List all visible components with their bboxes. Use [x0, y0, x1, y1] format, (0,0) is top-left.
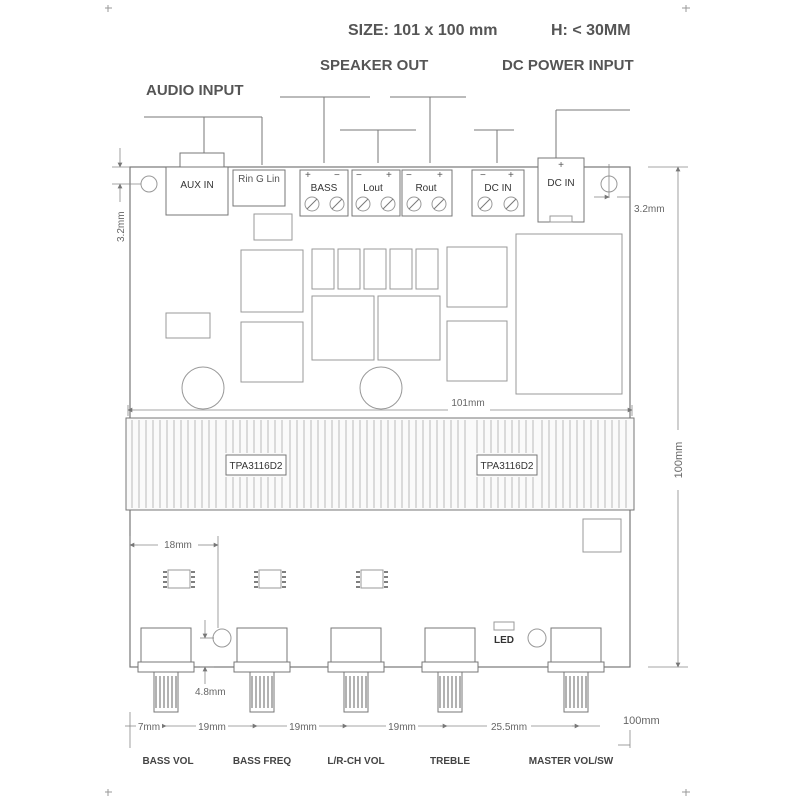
- rin-g-lin-label: Rin G Lin: [238, 174, 280, 185]
- led-component: [493, 621, 515, 631]
- potentiometer-bass-freq: [233, 627, 291, 713]
- hole-left-dim-label: 3.2mm: [116, 211, 127, 242]
- lout-plus: +: [386, 170, 392, 181]
- dim-18: 18mm: [129, 536, 219, 628]
- potentiometer-lr-ch-vol: [327, 627, 385, 713]
- dim-100-label: 100mm: [623, 715, 660, 727]
- dim-19a-label: 19mm: [198, 722, 226, 733]
- bass-plus: +: [305, 170, 311, 181]
- lout-terminal-label: Lout: [363, 183, 383, 194]
- dim-18-label: 18mm: [164, 540, 192, 551]
- potentiometers: [137, 627, 605, 713]
- dc-in-jack-label: DC IN: [547, 178, 574, 189]
- mounting-hole-left: [140, 175, 158, 193]
- height-text: H: < 30MM: [551, 22, 631, 39]
- hole-right-dim-label: 3.2mm: [634, 204, 665, 215]
- terminal-rout: − + Rout: [401, 169, 453, 217]
- dc-power-input-label: DC POWER INPUT: [502, 57, 634, 74]
- potentiometer-bass-vol: [137, 627, 195, 713]
- dc-in-terminal-label: DC IN: [484, 183, 511, 194]
- potentiometer-master-vol: [547, 627, 605, 713]
- dim-4-8-label: 4.8mm: [195, 687, 226, 698]
- dim-25-5-label: 25.5mm: [491, 722, 527, 733]
- potentiometer-treble: [421, 627, 479, 713]
- terminal-dc-in: − + DC IN: [471, 169, 525, 217]
- upper-components: [165, 213, 623, 410]
- bass-terminal-label: BASS: [311, 183, 338, 194]
- aux-in-label: AUX IN: [180, 180, 213, 191]
- chip-left-label: TPA3116D2: [230, 461, 283, 472]
- aux-in-jack: AUX IN: [165, 152, 229, 216]
- dim-height: 100mm: [648, 166, 688, 668]
- chip-left: [225, 454, 287, 476]
- dim-hole-left: 3.2mm: [112, 148, 141, 242]
- chip-right: [476, 454, 538, 476]
- size-text: SIZE: 101 x 100 mm: [348, 22, 497, 39]
- speaker-out-label: SPEAKER OUT: [320, 57, 428, 74]
- knob-label-bass-freq: BASS FREQ: [233, 756, 292, 767]
- rout-terminal-label: Rout: [415, 183, 436, 194]
- dim-hole-right: 3.2mm: [594, 164, 665, 215]
- dc-minus: −: [480, 170, 486, 181]
- chip-right-label: TPA3116D2: [481, 461, 534, 472]
- dim-width: 101mm: [127, 398, 633, 416]
- bass-minus: −: [334, 170, 340, 181]
- knob-label-lr-ch-vol: L/R-CH VOL: [327, 756, 384, 767]
- audio-input-label: AUDIO INPUT: [146, 82, 244, 99]
- led-label: LED: [494, 635, 514, 646]
- terminal-bass: + − BASS: [299, 169, 349, 217]
- callout-lines: [144, 96, 630, 165]
- lower-components: LED: [163, 518, 622, 648]
- knob-label-master: MASTER VOL/SW: [529, 756, 614, 767]
- height-dim-label: 100mm: [673, 442, 685, 479]
- dc-plus: +: [508, 170, 514, 181]
- knob-label-bass-vol: BASS VOL: [142, 756, 193, 767]
- rout-minus: −: [406, 170, 412, 181]
- width-dim-label: 101mm: [451, 398, 484, 409]
- rin-g-lin-header: Rin G Lin: [232, 169, 286, 207]
- dim-bottom-chain: 7mm 19mm 19mm 19mm 25.5mm 100mm: [125, 712, 660, 748]
- lout-minus: −: [356, 170, 362, 181]
- dim-7-label: 7mm: [138, 722, 160, 733]
- dc-jack-plus: +: [558, 160, 564, 171]
- rout-plus: +: [437, 170, 443, 181]
- dim-19b-label: 19mm: [289, 722, 317, 733]
- heatsink-fins: [131, 420, 627, 508]
- heatsink: TPA3116D2 TPA3116D2: [125, 417, 635, 511]
- crop-marks: [105, 5, 690, 796]
- dc-in-jack: + DC IN: [537, 157, 585, 223]
- knob-label-treble: TREBLE: [430, 756, 470, 767]
- terminal-lout: − + Lout: [351, 169, 401, 217]
- dim-4-8: 4.8mm: [195, 620, 226, 698]
- dim-19c-label: 19mm: [388, 722, 416, 733]
